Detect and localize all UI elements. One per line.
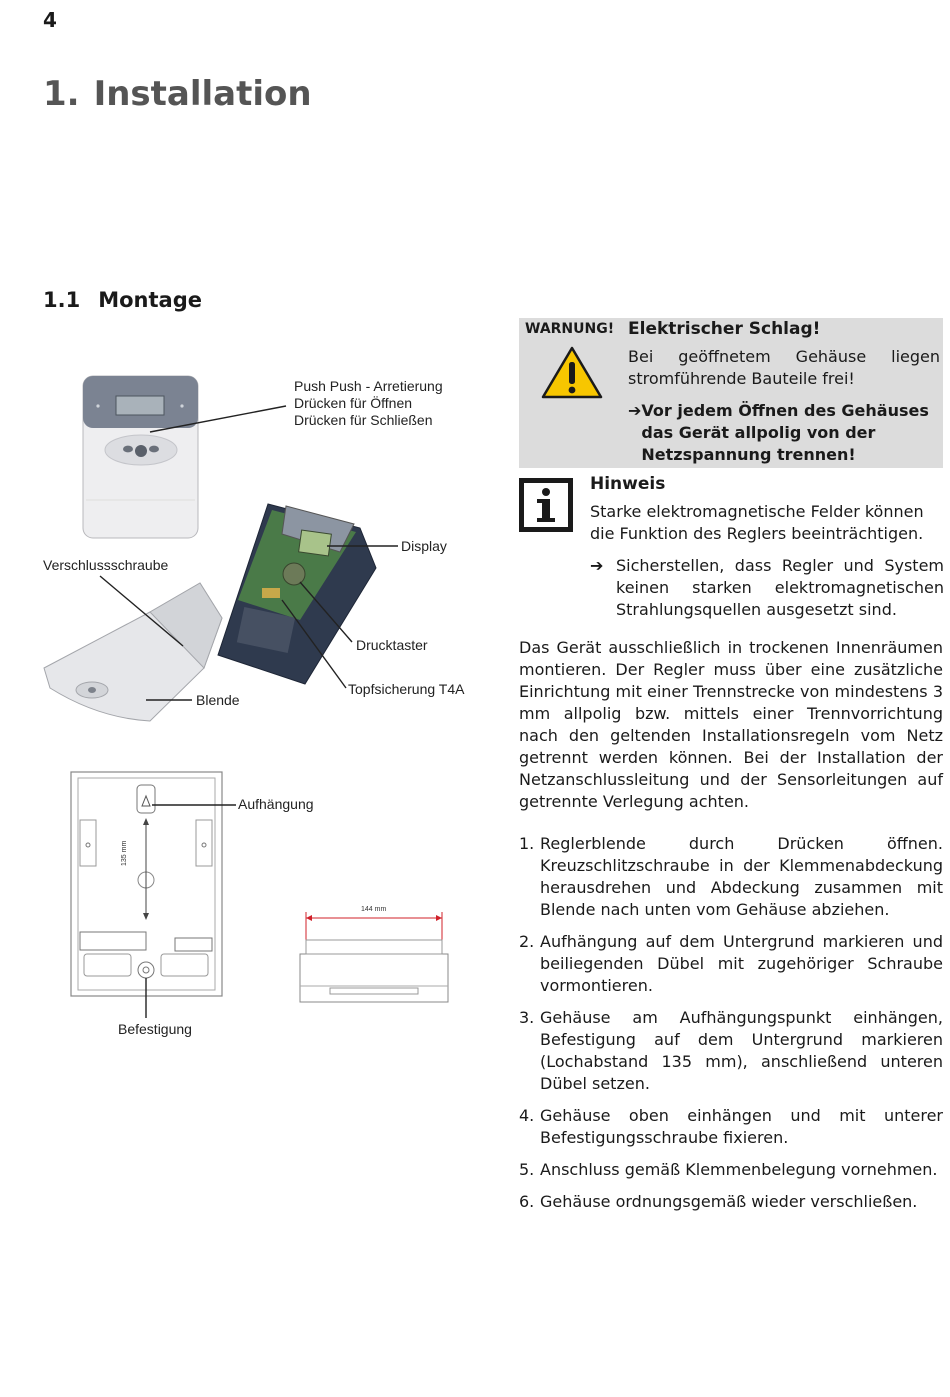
section-title: Montage [98,288,202,312]
leader-push [149,405,287,433]
list-item: 5.Anschluss gemäß Klemmenbelegung vorneh… [519,1160,938,1179]
chapter-number: 1. [43,74,80,114]
installation-steps: 1.Reglerblende durch Drücken öffnen. Kre… [519,833,943,1223]
leader-button [299,581,353,643]
dimension-135: 135 mm [121,840,128,866]
label-push-3: Drücken für Schließen [294,412,433,428]
label-fixing: Befestigung [118,1021,192,1037]
section-heading: 1.1 Montage [43,288,202,312]
leader-fuse [281,599,347,689]
label-hanger: Aufhängung [238,796,314,812]
note-action-text: Sicherstellen, dass Regler und System ke… [616,556,944,619]
housing-side-drawing [299,912,449,1003]
list-item: 1.Reglerblende durch Drücken öffnen. Kre… [519,834,943,919]
label-cover: Blende [196,692,240,708]
note-title: Hinweis [590,474,666,494]
chapter-heading: 1. Installation [43,74,312,114]
front-cover-drawing [43,582,223,722]
info-icon [519,478,573,532]
list-item: 6.Gehäuse ordnungsgemäß wieder verschlie… [519,1192,918,1211]
label-display: Display [401,538,447,554]
list-item: 4.Gehäuse oben einhängen und mit unterer… [519,1106,943,1147]
installation-figure [43,375,449,1018]
page-number: 4 [43,8,57,32]
note-text: Starke elektromagnetische Felder können … [590,502,924,543]
open-controller-drawing [217,503,377,685]
label-screw: Verschlussschraube [43,557,169,573]
label-push-1: Push Push - Arretierung [294,378,443,394]
warning-title: Elektrischer Schlag! [628,319,821,339]
section-number: 1.1 [43,288,81,312]
warning-triangle-icon [541,346,603,399]
arrow-right-icon: ➔ [590,556,604,575]
body-paragraph: Das Gerät ausschließlich in trockenen In… [519,638,943,811]
list-item: 3.Gehäuse am Aufhängungspunkt einhängen,… [519,1008,943,1093]
warning-action-text: Vor jedem Öffnen des Gehäuses das Gerät … [641,401,929,464]
label-push-2: Drücken für Öffnen [294,395,413,411]
dimension-144: 144 mm [361,906,387,913]
arrow-right-icon: ➔ [628,401,642,420]
leader-screw [99,575,184,647]
warning-tag: WARNUNG! [525,321,615,337]
controller-front-drawing [82,375,199,539]
warning-text: Bei geöffnetem Gehäuse liegen stromführe… [628,347,940,388]
label-button: Drucktaster [356,637,428,653]
label-fuse: Topfsicherung T4A [348,681,465,697]
note-action: ➔ Sicherstellen, dass Regler und System … [590,555,944,621]
chapter-title: Installation [93,74,312,114]
warning-action: ➔ Vor jedem Öffnen des Gehäuses das Gerä… [628,400,940,466]
list-item: 2.Aufhängung auf dem Untergrund markiere… [519,932,943,995]
